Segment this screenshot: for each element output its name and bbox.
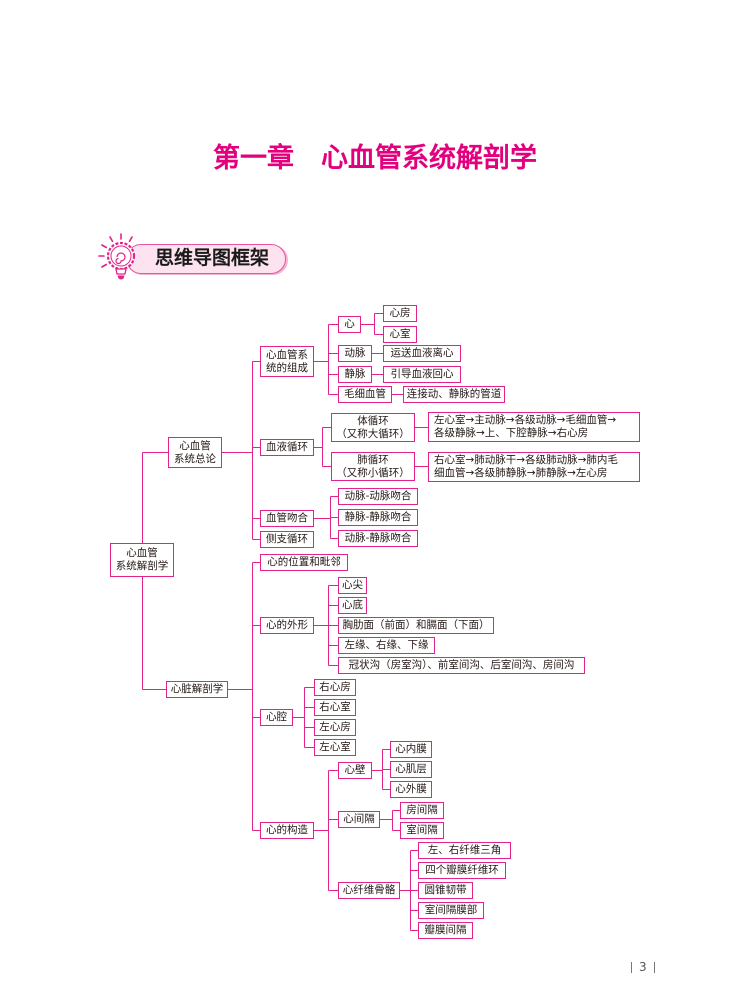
node-capillary: 毛细血管 — [338, 386, 392, 403]
node-shape-item: 左缘、右缘、下缘 — [338, 637, 435, 654]
connector-shape — [314, 585, 338, 666]
node-shape-item: 心底 — [338, 597, 367, 614]
node-shape-item: 心尖 — [338, 577, 367, 594]
node-artery: 动脉 — [338, 345, 372, 362]
connector-composition — [314, 324, 338, 395]
node-anastomosis-item: 静脉-静脉吻合 — [338, 509, 418, 526]
connector-wall — [372, 749, 390, 790]
node-ventricle: 心室 — [383, 326, 417, 343]
connector-general — [222, 361, 260, 540]
node-shape-item: 胸肋面（前面）和膈面（下面） — [338, 617, 494, 634]
node-heart-anatomy: 心脏解剖学 — [166, 681, 228, 698]
node-artery-desc: 运送血液离心 — [383, 345, 461, 362]
connector-chambers — [293, 687, 314, 748]
page-number: 3 — [631, 961, 655, 973]
chapter-number: 第一章 — [213, 143, 294, 174]
connector-circulation — [314, 427, 331, 467]
node-skeleton-item: 圆锥韧带 — [418, 882, 473, 899]
node-anastomosis-item: 动脉-静脉吻合 — [338, 530, 418, 547]
chapter-title: 第一章心血管系统解剖学 — [0, 143, 750, 175]
node-vein-desc: 引导血液回心 — [383, 366, 461, 383]
node-heart-wall: 心壁 — [338, 762, 372, 779]
connector-heart — [361, 313, 383, 335]
node-position: 心的位置和毗邻 — [260, 554, 348, 571]
node-root: 心血管 系统解剖学 — [110, 543, 174, 577]
node-composition: 心血管系 统的组成 — [260, 346, 314, 377]
node-atrium: 心房 — [383, 305, 417, 322]
node-chamber-item: 右心室 — [314, 699, 356, 716]
node-systemic-path: 左心室→主动脉→各级动脉→毛细血管→ 各级静脉→上、下腔静脉→右心房 — [428, 412, 640, 442]
section-header: 思维导图框架 — [126, 244, 286, 274]
node-pulmonary-circulation: 肺循环 （又称小循环） — [331, 452, 415, 481]
connector-skeleton — [400, 850, 418, 931]
node-circulation: 血液循环 — [260, 439, 314, 456]
node-skeleton-item: 四个瓣膜纤维环 — [418, 862, 506, 879]
node-structure: 心的构造 — [260, 822, 314, 839]
node-fibrous-skeleton: 心纤维骨骼 — [338, 882, 400, 899]
node-chamber-item: 左心室 — [314, 739, 356, 756]
node-anastomosis-item: 动脉-动脉吻合 — [338, 488, 418, 505]
connector-structure — [314, 770, 338, 891]
node-shape: 心的外形 — [260, 617, 314, 634]
node-skeleton-item: 室间隔膜部 — [418, 902, 484, 919]
node-systemic-circulation: 体循环 （又称大循环） — [331, 413, 415, 442]
lightbulb-icon — [98, 233, 136, 280]
connector-anastomosis — [314, 496, 338, 539]
node-chambers: 心腔 — [260, 709, 293, 726]
section-header-text: 思维导图框架 — [155, 247, 270, 269]
node-chamber-item: 左心房 — [314, 719, 356, 736]
node-chamber-item: 右心房 — [314, 679, 356, 696]
node-septum-item: 房间隔 — [400, 802, 444, 819]
node-heart-septum: 心间隔 — [338, 811, 380, 828]
connector-heart-anatomy — [228, 562, 260, 831]
node-collateral: 侧支循环 — [260, 531, 314, 548]
node-wall-layer: 心外膜 — [390, 781, 432, 798]
node-septum-item: 室间隔 — [400, 822, 444, 839]
node-skeleton-item: 瓣膜间隔 — [418, 922, 473, 939]
node-skeleton-item: 左、右纤维三角 — [418, 842, 511, 859]
node-shape-item: 冠状沟（房室沟）、前室间沟、后室间沟、房间沟 — [338, 657, 585, 674]
node-vein: 静脉 — [338, 366, 372, 383]
node-capillary-desc: 连接动、静脉的管道 — [403, 386, 505, 403]
node-pulmonary-path: 右心室→肺动脉干→各级肺动脉→肺内毛 细血管→各级肺静脉→肺静脉→左心房 — [428, 452, 640, 482]
node-wall-layer: 心肌层 — [390, 761, 432, 778]
node-anastomosis: 血管吻合 — [260, 510, 314, 527]
connector-septum — [380, 810, 400, 831]
node-wall-layer: 心内膜 — [390, 741, 432, 758]
node-heart: 心 — [338, 316, 361, 333]
node-general-overview: 心血管 系统总论 — [168, 437, 222, 468]
chapter-name: 心血管系统解剖学 — [321, 143, 537, 174]
